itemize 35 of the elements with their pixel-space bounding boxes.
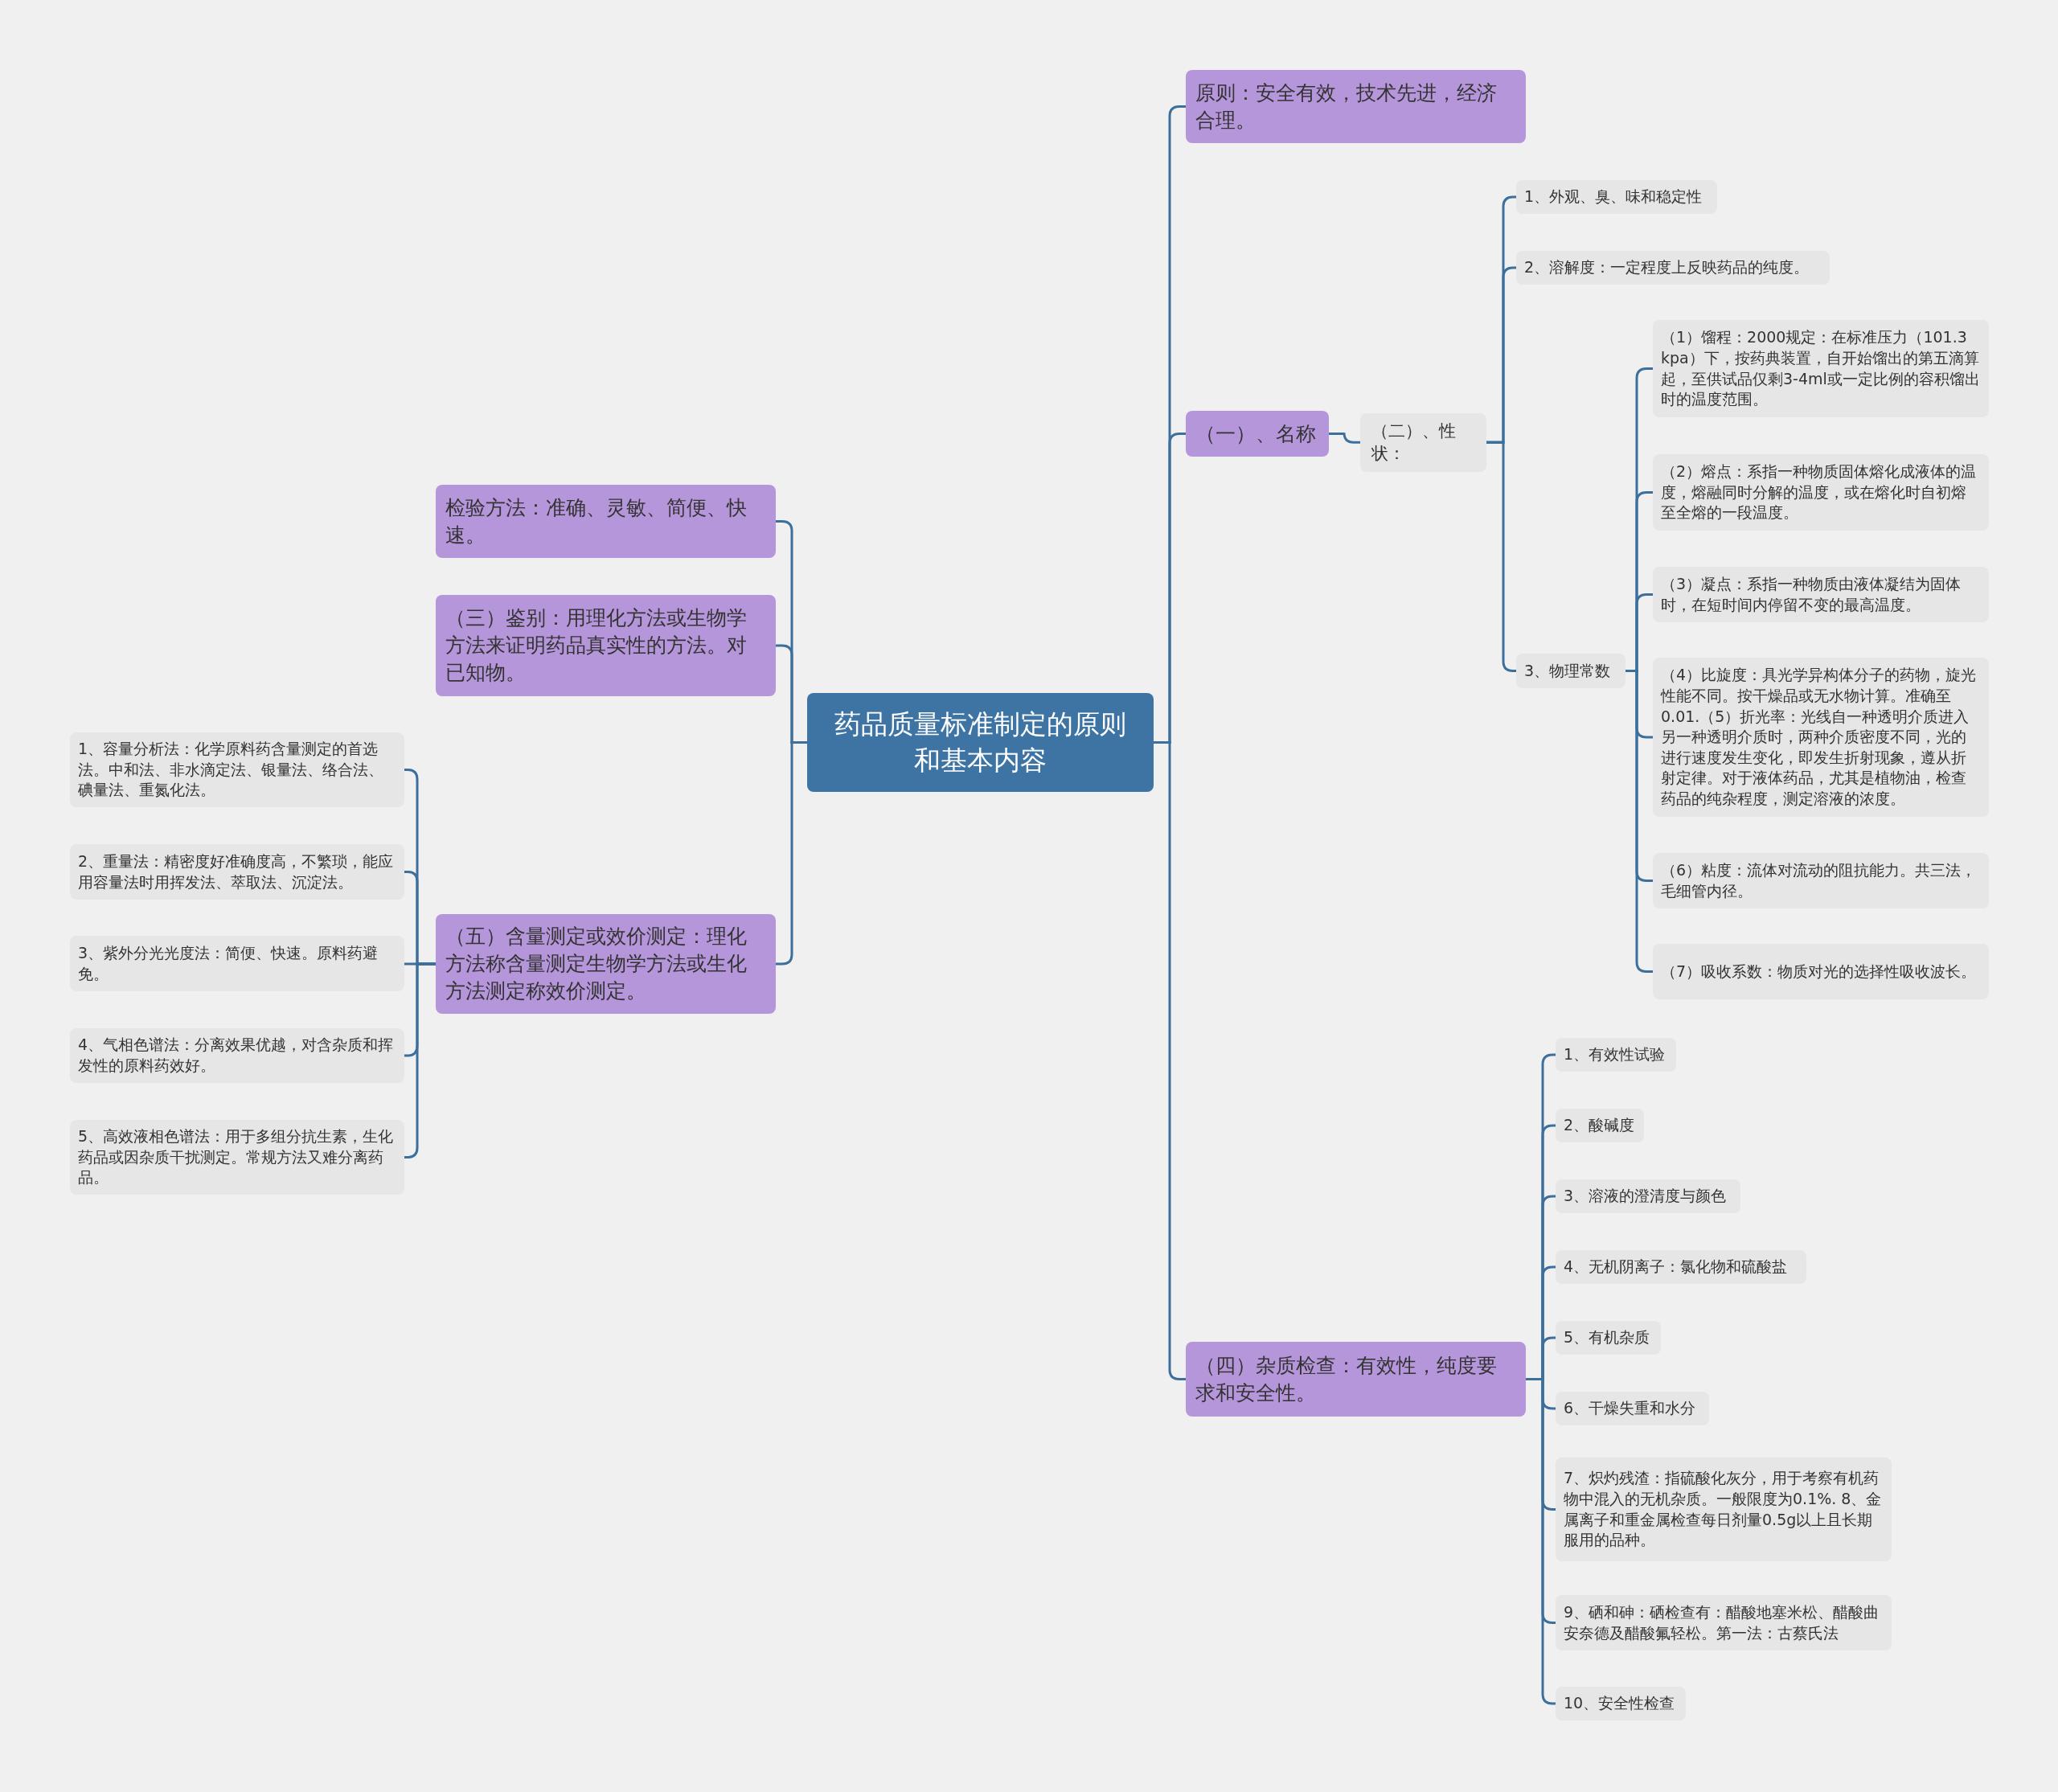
- subtopic-box: 2、重量法：精密度好准确度高，不繁琐，能应用容量法时用挥发法、萃取法、沉淀法。: [70, 844, 404, 900]
- subtopic-box: 3、物理常数: [1516, 654, 1625, 688]
- subtopic-box: 1、有效性试验: [1556, 1038, 1676, 1072]
- subtopic-box: （2）熔点：系指一种物质固体熔化成液体的温度，熔融同时分解的温度，或在熔化时自初熔至全熔的一段温度。: [1653, 454, 1989, 531]
- topic-box: （三）鉴别：用理化方法或生物学方法来证明药品真实性的方法。对已知物。: [436, 595, 776, 696]
- subtopic-box: （6）粘度：流体对流动的阻抗能力。共三法，毛细管内径。: [1653, 853, 1989, 908]
- subtopic-box: 4、无机阴离子：氯化物和硫酸盐: [1556, 1250, 1806, 1284]
- subtopic-box: 4、气相色谱法：分离效果优越，对含杂质和挥发性的原料药效好。: [70, 1028, 404, 1083]
- subtopic-box: 3、溶液的澄清度与颜色: [1556, 1179, 1740, 1213]
- topic-box: （五）含量测定或效价测定：理化方法称含量测定生物学方法或生化方法测定称效价测定。: [436, 914, 776, 1014]
- subtopic-box: 9、硒和砷：硒检查有：醋酸地塞米松、醋酸曲安奈德及醋酸氟轻松。第一法：古蔡氏法: [1556, 1595, 1892, 1651]
- subtopic-box: 1、外观、臭、味和稳定性: [1516, 180, 1717, 214]
- subtopic-box: 7、炽灼残渣：指硫酸化灰分，用于考察有机药物中混入的无机杂质。一般限度为0.1%. 8、金属离子和重金属检查每日剂量0.5g以上且长期服用的品种。: [1556, 1458, 1892, 1561]
- subtopic-box: （4）比旋度：具光学异构体分子的药物，旋光性能不同。按干燥品或无水物计算。准确至0.01.（5）折光率：光线自一种透明介质进入另一种透明介质时，两种介质密度不同，光的进行速度发生变化，即发生折射现象，遵从折射定律。对于液体药品，尤其是植物油，检查药品的纯杂程度，测定溶液的浓度。: [1653, 658, 1989, 817]
- subtopic-box: （二）、性状：: [1360, 413, 1486, 472]
- subtopic-box: 6、干燥失重和水分: [1556, 1392, 1709, 1425]
- subtopic-box: 3、紫外分光光度法：简便、快速。原料药避免。: [70, 936, 404, 991]
- subtopic-box: 2、溶解度：一定程度上反映药品的纯度。: [1516, 251, 1830, 285]
- subtopic-box: （7）吸收系数：物质对光的选择性吸收波长。: [1653, 944, 1989, 999]
- subtopic-box: 1、容量分析法：化学原料药含量测定的首选法。中和法、非水滴定法、银量法、络合法、碘量法、重氮化法。: [70, 732, 404, 807]
- topic-box: （四）杂质检查：有效性，纯度要求和安全性。: [1186, 1342, 1526, 1417]
- topic-box: （一）、名称: [1186, 411, 1329, 457]
- subtopic-box: 5、有机杂质: [1556, 1321, 1661, 1355]
- connector-line: [776, 741, 807, 966]
- subtopic-box: （3）凝点：系指一种物质由液体凝结为固体时，在短时间内停留不变的最高温度。: [1653, 567, 1989, 622]
- central-topic-box: 药品质量标准制定的原则和基本内容: [807, 693, 1154, 792]
- subtopic-box: 10、安全性检查: [1556, 1687, 1686, 1720]
- subtopic-box: （1）馏程：2000规定：在标准压力（101.3 kpa）下，按药典装置，自开始馏出的第五滴算起，至供试品仅剩3-4ml或一定比例的容积馏出时的温度范围。: [1653, 320, 1989, 417]
- connector-line: [1625, 670, 1653, 973]
- subtopic-box: 2、酸碱度: [1556, 1109, 1644, 1142]
- topic-box: 检验方法：准确、灵敏、简便、快速。: [436, 485, 776, 558]
- connector-line: [1526, 1378, 1556, 1705]
- connector-line: [1329, 431, 1360, 444]
- topic-box: 原则：安全有效，技术先进，经济合理。: [1186, 70, 1526, 143]
- subtopic-box: 5、高效液相色谱法：用于多组分抗生素，生化药品或因杂质干扰测定。常规方法又难分离药品。: [70, 1120, 404, 1195]
